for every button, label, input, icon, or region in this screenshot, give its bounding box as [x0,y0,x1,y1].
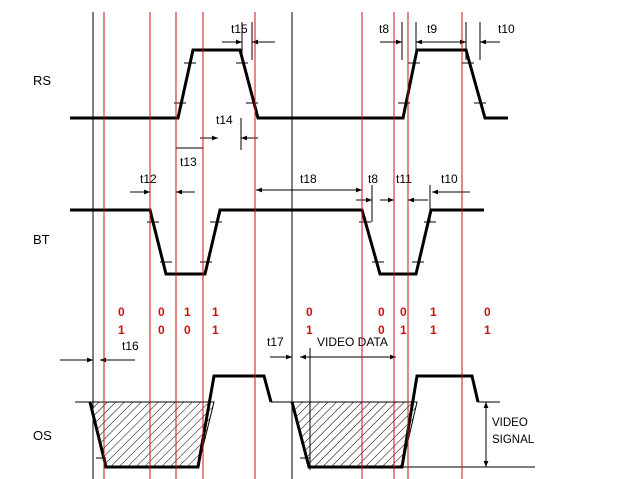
bit-value: 0 [158,305,165,319]
bit-value: 0 [378,323,385,337]
bit-value: 1 [212,323,219,337]
rs-waveform [70,48,508,120]
bit-value: 0 [158,323,165,337]
label-video-signal-1: VIDEO [492,417,528,429]
label-video-data: VIDEO DATA [317,335,388,349]
bit-value: 0 [118,305,125,319]
bit-values: 0 1 0 0 1 0 1 1 0 1 0 0 0 1 1 1 0 1 [118,305,491,337]
label-t10-top: t10 [498,22,515,36]
os-waveform [75,374,535,469]
label-t8-top: t8 [379,22,389,36]
bit-value: 1 [118,323,125,337]
label-video-signal-2: SIGNAL [492,434,535,446]
bit-value: 0 [484,305,491,319]
label-t18: t18 [300,172,317,186]
red-guide-lines [103,12,463,479]
bit-value: 0 [378,305,385,319]
label-t8-bottom: t8 [368,172,378,186]
bit-value: 1 [184,305,191,319]
reference-lines [92,12,293,479]
signal-label-os: OS [33,428,52,443]
bit-value: 1 [400,323,407,337]
label-t10-bottom: t10 [441,172,458,186]
label-t15: t15 [231,22,248,36]
bit-value: 1 [484,323,491,337]
bit-value: 1 [430,305,437,319]
bit-value: 1 [306,323,313,337]
bit-value: 1 [430,323,437,337]
label-t17: t17 [267,335,284,349]
label-t13: t13 [180,155,197,169]
bit-value: 0 [184,323,191,337]
signal-label-bt: BT [33,232,50,247]
label-t16: t16 [122,339,139,353]
bit-value: 0 [306,305,313,319]
signal-label-rs: RS [33,73,51,88]
label-t14: t14 [216,113,233,127]
bit-value: 0 [400,305,407,319]
bt-waveform [70,208,484,276]
bit-value: 1 [212,305,219,319]
label-t9: t9 [427,22,437,36]
label-t11: t11 [396,172,412,186]
label-t12: t12 [140,172,157,186]
rs-threshold-ticks [174,62,486,104]
